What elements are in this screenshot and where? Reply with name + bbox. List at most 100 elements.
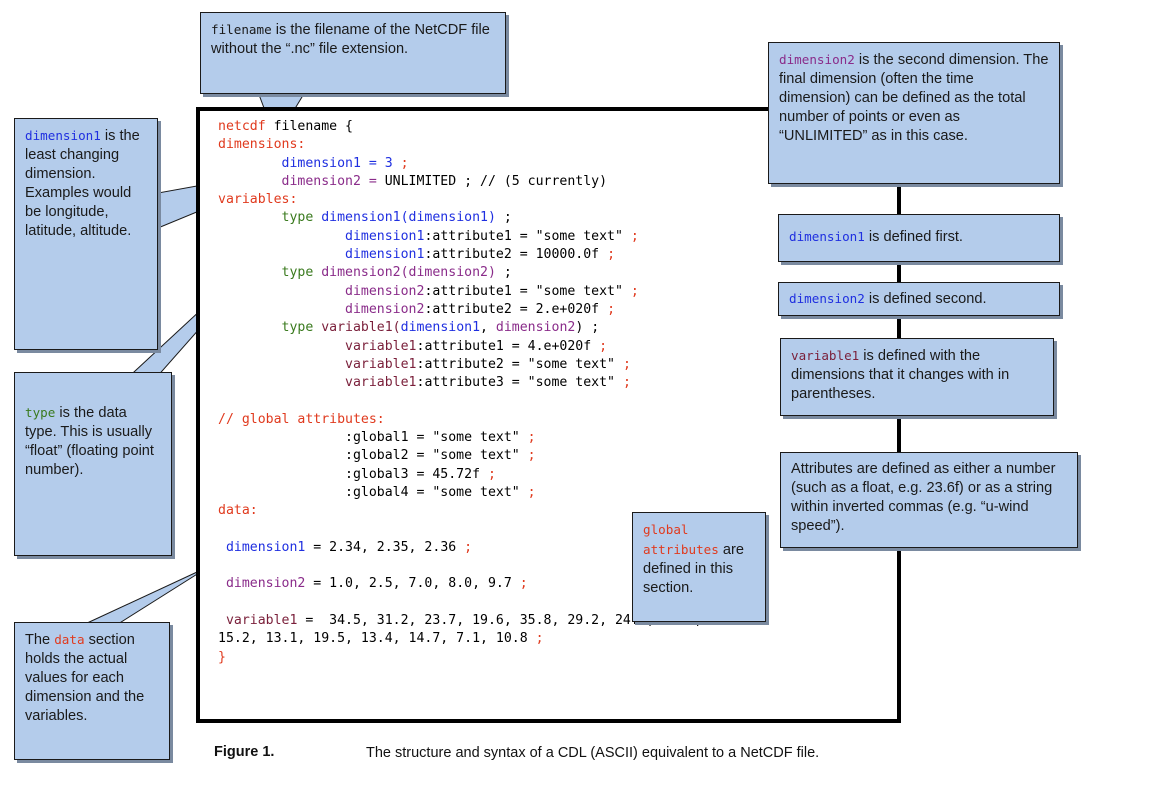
code-line: [218, 594, 702, 612]
code-token: }: [218, 649, 226, 665]
code-line: [218, 557, 702, 575]
code-token: dimension2 =: [218, 173, 385, 189]
code-token: :attribute1 = "some text": [424, 228, 631, 244]
code-token: dimension2: [218, 576, 314, 592]
code-token: variable1: [218, 356, 417, 372]
callout-variable1-text: is defined with the dimensions that it c…: [791, 348, 1010, 402]
code-token: dimension1: [218, 247, 425, 263]
code-token: ;: [503, 265, 512, 281]
code-token: dimension1: [218, 539, 314, 555]
callout-dimension1-first: dimension1 is defined first.: [778, 214, 1060, 262]
code-token: type: [218, 210, 322, 226]
callout-data-text: section holds the actual values for each…: [25, 632, 145, 724]
code-line: dimension1 = 2.34, 2.35, 2.36 ;: [218, 539, 702, 557]
callout-dimension2: dimension2 is the second dimension. The …: [768, 42, 1060, 184]
code-token: = 1.0, 2.5, 7.0, 8.0, 9.7: [313, 576, 520, 592]
code-token: :global4 = "some text": [218, 484, 528, 500]
code-token: ;: [630, 283, 639, 299]
callout-filename-text: is the filename of the NetCDF file witho…: [211, 22, 490, 57]
code-token: ;: [527, 484, 536, 500]
code-token: ;: [503, 210, 512, 226]
code-line: netcdf filename {: [218, 118, 702, 136]
code-line: :global1 = "some text" ;: [218, 429, 702, 447]
code-token: ) ;: [575, 320, 600, 336]
code-line: }: [218, 649, 702, 667]
callout-data-pre: The: [25, 632, 55, 648]
code-line: :global3 = 45.72f ;: [218, 466, 702, 484]
code-token: variable1: [218, 338, 417, 354]
callout-global-text: are defined in this section.: [643, 542, 744, 596]
code-line: :global2 = "some text" ;: [218, 447, 702, 465]
code-line: dimension2:attribute2 = 2.e+020f ;: [218, 301, 702, 319]
code-token: dimension2: [218, 301, 425, 317]
code-token: // global attributes:: [218, 411, 385, 427]
code-line: variable1:attribute2 = "some text" ;: [218, 356, 702, 374]
code-line: 15.2, 13.1, 19.5, 13.4, 14.7, 7.1, 10.8 …: [218, 630, 702, 648]
code-token: data:: [218, 503, 258, 519]
code-token: dimension1(dimension1): [321, 210, 504, 226]
code-token: ;: [487, 466, 496, 482]
code-token: :attribute1 = "some text": [424, 283, 631, 299]
code-token: :attribute2 = 10000.0f: [424, 247, 608, 263]
code-token: ;: [607, 301, 616, 317]
code-token: ;: [622, 356, 631, 372]
callout-dimension1-first-mono: dimension1: [789, 229, 865, 244]
code-token: :attribute3 = "some text": [416, 375, 623, 391]
callout-dimension1-first-text: is defined first.: [864, 229, 963, 245]
callout-type-text: is the data type. This is usually “float…: [25, 405, 154, 478]
code-line: variables:: [218, 191, 702, 209]
code-token: UNLIMITED ; // (5 currently): [384, 173, 608, 189]
code-line: variable1 = 34.5, 31.2, 23.7, 19.6, 35.8…: [218, 612, 702, 630]
code-line: dimension1:attribute2 = 10000.0f ;: [218, 246, 702, 264]
callout-dimension2-second-mono: dimension2: [789, 291, 865, 306]
callout-type: type is the data type. This is usually “…: [14, 372, 172, 556]
callout-data: The data section holds the actual values…: [14, 622, 170, 760]
figure-caption-label: Figure 1.: [214, 744, 275, 760]
code-token: ;: [607, 247, 616, 263]
code-token: dimension1: [218, 228, 425, 244]
code-line: variable1:attribute3 = "some text" ;: [218, 374, 702, 392]
code-token: ;: [527, 430, 536, 446]
code-line: [218, 392, 702, 410]
code-token: variable1: [218, 375, 417, 391]
code-line: dimension2 = UNLIMITED ; // (5 currently…: [218, 173, 702, 191]
code-line: type dimension2(dimension2) ;: [218, 264, 702, 282]
code-token: :global1 = "some text": [218, 430, 528, 446]
code-token: :global3 = 45.72f: [218, 466, 488, 482]
callout-dimension1-mono: dimension1: [25, 128, 101, 143]
code-token: dimension2: [218, 283, 425, 299]
cdl-code: netcdf filename {dimensions: dimension1 …: [218, 118, 702, 667]
callout-filename-mono: filename: [211, 22, 272, 37]
code-line: type variable1(dimension1, dimension2) ;: [218, 319, 702, 337]
code-line: variable1:attribute1 = 4.e+020f ;: [218, 338, 702, 356]
code-line: dimension2:attribute1 = "some text" ;: [218, 283, 702, 301]
code-token: = 2.34, 2.35, 2.36: [313, 539, 465, 555]
code-line: // global attributes:: [218, 411, 702, 429]
code-line: :global4 = "some text" ;: [218, 484, 702, 502]
pointer-data: [84, 565, 211, 625]
callout-dimension2-second-text: is defined second.: [864, 291, 987, 307]
code-token: dimension2: [495, 320, 576, 336]
callout-global: global attributes are defined in this se…: [632, 512, 766, 622]
callout-variable1-mono: variable1: [791, 348, 860, 363]
code-token: type: [218, 320, 322, 336]
callout-dimension2-second: dimension2 is defined second.: [778, 282, 1060, 316]
code-token: type: [218, 265, 322, 281]
code-token: variable1(: [321, 320, 401, 336]
code-line: dimensions:: [218, 136, 702, 154]
code-token: netcdf: [218, 119, 274, 134]
callout-attributes-text: Attributes are defined as either a numbe…: [791, 461, 1056, 534]
code-token: variable1: [218, 613, 306, 629]
callout-type-mono: type: [25, 405, 56, 420]
code-token: ;: [519, 576, 528, 592]
callout-filename: filename is the filename of the NetCDF f…: [200, 12, 506, 94]
code-token: ;: [535, 631, 544, 647]
code-line: dimension1 = 3 ;: [218, 155, 702, 173]
callout-attributes: Attributes are defined as either a numbe…: [780, 452, 1078, 548]
code-line: dimension2 = 1.0, 2.5, 7.0, 8.0, 9.7 ;: [218, 575, 702, 593]
code-token: dimension1: [400, 320, 481, 336]
callout-global-mono: global attributes: [643, 522, 719, 557]
code-token: = 34.5, 31.2, 23.7, 19.6, 35.8, 29.2, 24…: [305, 613, 703, 629]
code-line: [218, 521, 702, 539]
callout-data-mono: data: [54, 632, 85, 647]
